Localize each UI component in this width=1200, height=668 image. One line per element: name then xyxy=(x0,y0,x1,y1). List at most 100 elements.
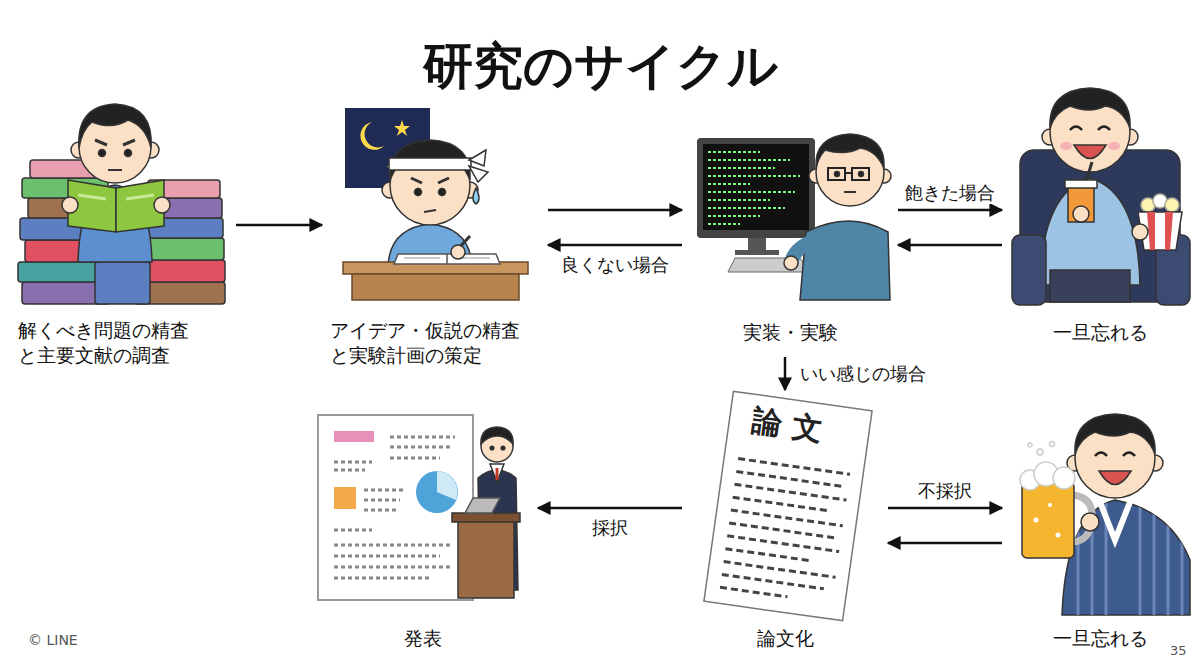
programmer-person xyxy=(845,172,852,174)
reader-person xyxy=(125,150,132,157)
whiteboard xyxy=(364,499,400,502)
flow-arrow xyxy=(538,507,682,510)
flow-arrow xyxy=(784,357,787,390)
moviegoer xyxy=(1060,142,1072,150)
presenter-person xyxy=(501,446,505,450)
whiteboard xyxy=(390,457,440,460)
computer xyxy=(708,151,760,153)
reader-person xyxy=(99,150,106,157)
step-caption: 一旦忘れる xyxy=(1053,320,1148,345)
edge-label: 不採択 xyxy=(915,479,975,502)
programmer-person xyxy=(816,134,884,168)
desk xyxy=(343,236,528,300)
title-wrap: 研究のサイクル xyxy=(0,36,1200,96)
edge-label-wrap: いい感じの場合 xyxy=(797,362,929,385)
programmer-person xyxy=(828,168,845,180)
reader-person xyxy=(62,197,78,213)
reader-person xyxy=(95,140,107,145)
moviegoer xyxy=(1070,127,1082,131)
desk xyxy=(404,258,440,259)
presenter-person xyxy=(490,464,504,482)
page-number: 35 xyxy=(1170,643,1187,659)
step-caption: 実装・実験 xyxy=(743,320,838,345)
edge-label-wrap: 不採択 xyxy=(915,479,975,502)
label-wrap: 35 xyxy=(1170,640,1187,659)
whiteboard xyxy=(334,529,372,532)
drinker-person xyxy=(1048,503,1052,507)
presenter-person xyxy=(465,498,500,513)
student-person xyxy=(382,140,488,266)
book-stack xyxy=(95,262,150,304)
presenter-person xyxy=(496,468,499,480)
student-person xyxy=(424,210,436,212)
slide-title: 研究のサイクル xyxy=(423,36,778,96)
presenter-person xyxy=(452,427,520,598)
moviegoer xyxy=(1050,88,1130,128)
drinker-person xyxy=(1020,414,1190,620)
reader-person xyxy=(123,140,135,145)
moviegoer xyxy=(1012,235,1046,305)
student-person xyxy=(469,150,486,166)
whiteboard xyxy=(416,471,458,513)
drinker-person xyxy=(1062,500,1190,615)
whiteboard xyxy=(364,509,398,512)
computer xyxy=(708,159,790,161)
book-stack xyxy=(140,260,225,282)
computer xyxy=(697,138,815,238)
whiteboard xyxy=(334,577,430,580)
moviegoer xyxy=(1165,198,1179,212)
illustration-slot xyxy=(330,108,540,318)
edge-label: 飽きた場合 xyxy=(902,181,998,204)
presenter-person xyxy=(490,446,494,450)
step-caption: 一旦忘れる xyxy=(1053,626,1148,651)
paper-sheet xyxy=(738,459,850,475)
computer xyxy=(708,191,795,193)
whiteboard xyxy=(334,469,365,472)
reader-person xyxy=(62,104,170,262)
computer xyxy=(708,152,800,224)
presenter-person xyxy=(452,513,520,522)
edge-label: いい感じの場合 xyxy=(797,362,929,385)
paper-sheet xyxy=(724,562,836,578)
paper-sheet xyxy=(720,587,787,596)
moviegoer xyxy=(1073,206,1089,222)
computer xyxy=(708,223,740,225)
whiteboard xyxy=(334,461,372,464)
illustration-slot xyxy=(1010,405,1190,626)
computer xyxy=(735,250,779,255)
step-node: 発表 xyxy=(315,412,530,655)
reader-person xyxy=(79,104,151,148)
edge-label: 良くない場合 xyxy=(558,253,672,276)
drinker-person xyxy=(1100,502,1130,540)
student-person xyxy=(438,178,449,183)
moviegoer xyxy=(1040,178,1140,285)
step-caption: 解くべき問題の精査 と主要文献の調査 xyxy=(18,318,202,367)
step-caption: アイデア・仮説の精査 と実験計画の策定 xyxy=(330,318,533,367)
flow-arrow xyxy=(548,209,682,212)
drinker-person xyxy=(1167,495,1170,620)
drinker-person xyxy=(1181,495,1184,620)
computer xyxy=(708,175,800,177)
night-window xyxy=(394,120,410,136)
computer xyxy=(708,183,750,185)
paper-sheet xyxy=(704,391,872,620)
reader-person xyxy=(126,195,154,199)
computer xyxy=(708,167,775,169)
label-wrap: © LINE xyxy=(28,630,78,649)
whiteboard xyxy=(334,431,374,442)
drinker-person xyxy=(1078,495,1182,620)
programmer-person xyxy=(852,168,869,180)
computer xyxy=(708,199,770,201)
edge-label-wrap: 良くない場合 xyxy=(558,253,672,276)
edge-label: 採択 xyxy=(589,516,631,539)
step-node: 一旦忘れる xyxy=(1010,405,1190,655)
programmer-person xyxy=(859,172,864,177)
step-node: 解くべき問題の精査 と主要文献の調査 xyxy=(18,100,228,372)
drinker-person xyxy=(1153,495,1156,620)
whiteboard xyxy=(390,446,450,449)
reader-person xyxy=(154,197,170,213)
whiteboard xyxy=(334,566,450,569)
presenter-person xyxy=(481,427,513,444)
